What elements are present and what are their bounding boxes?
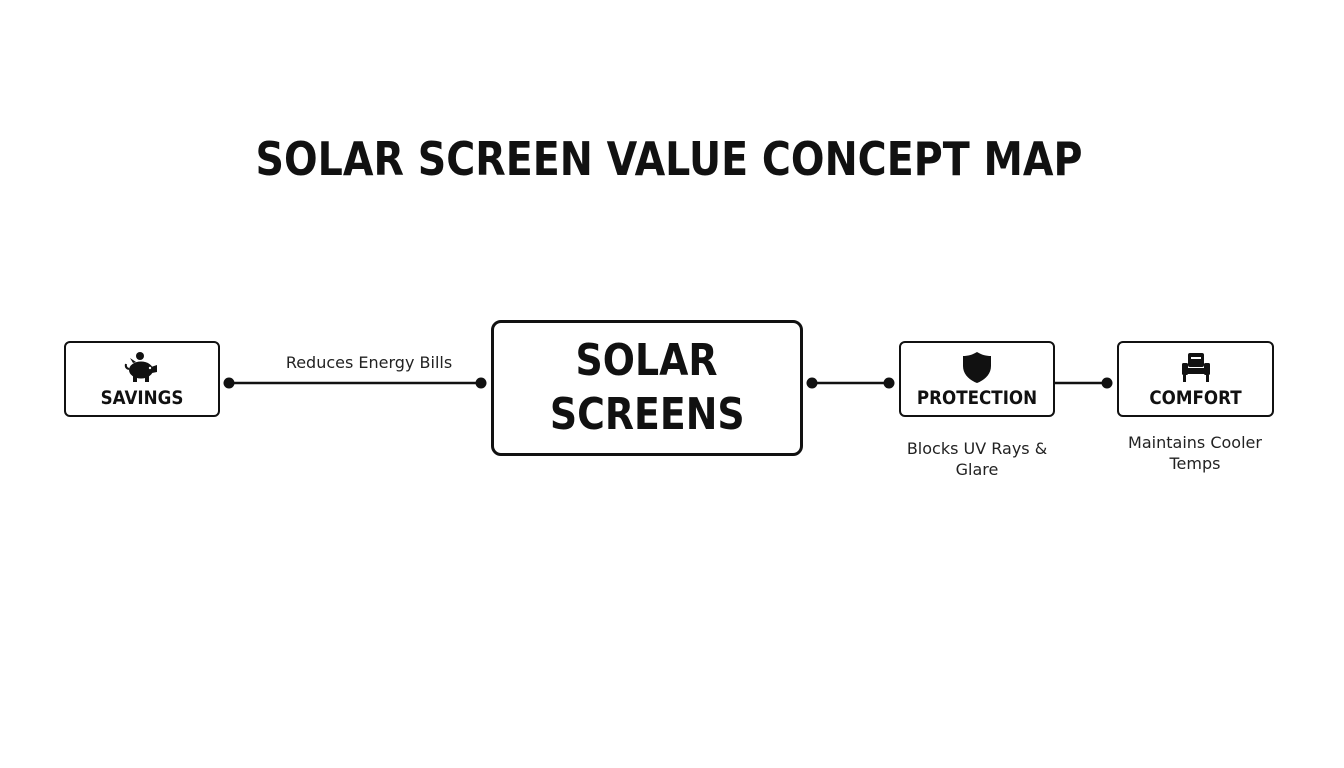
node-protection-label: PROTECTION <box>916 387 1038 409</box>
connector-dot <box>883 377 895 389</box>
edge-label-comfort: Maintains Cooler Temps <box>1098 432 1292 474</box>
node-savings-label: SAVINGS <box>100 387 184 409</box>
edge-label-protection-line2: Glare <box>955 460 999 479</box>
edge-label-comfort-line2: Temps <box>1169 454 1221 473</box>
edge-label-protection: Blocks UV Rays & Glare <box>880 438 1074 480</box>
connector-dot <box>1101 377 1113 389</box>
node-protection: PROTECTION <box>899 341 1055 417</box>
edge-label-savings: Reduces Energy Bills <box>285 353 453 372</box>
connector-dot <box>475 377 487 389</box>
connector-dot <box>806 377 818 389</box>
edge-label-comfort-line1: Maintains Cooler <box>1128 433 1262 452</box>
node-savings: SAVINGS <box>64 341 220 417</box>
piggy-bank-icon <box>66 351 218 383</box>
central-title-line2: SCREENS <box>549 389 745 440</box>
central-title-line1: SOLAR <box>576 335 718 386</box>
connector-dot <box>223 377 235 389</box>
node-comfort-label: COMFORT <box>1149 387 1242 409</box>
shield-icon <box>901 351 1053 383</box>
edge-label-protection-line1: Blocks UV Rays & <box>906 439 1048 458</box>
node-solar-screens: SOLAR SCREENS <box>491 320 803 456</box>
armchair-icon <box>1119 351 1272 383</box>
node-comfort: COMFORT <box>1117 341 1274 417</box>
page-title: SOLAR SCREEN VALUE CONCEPT MAP <box>255 132 1083 186</box>
